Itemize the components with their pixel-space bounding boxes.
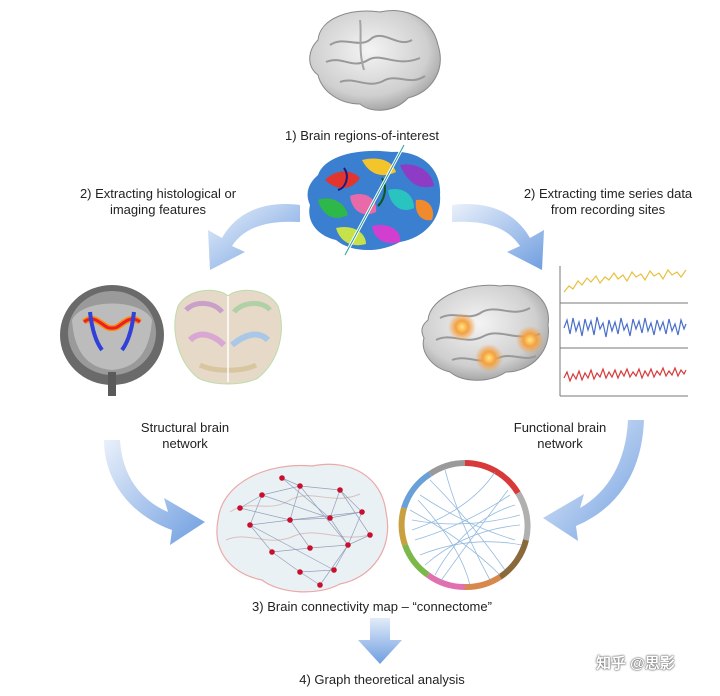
top-brain-image <box>309 10 441 111</box>
time-series-panel <box>559 266 688 397</box>
step-extract-right-label: 2) Extracting time series data from reco… <box>523 186 693 217</box>
functional-network-label: Functional brain network <box>513 420 607 451</box>
step-extract-left-label: 2) Extracting histological or imaging fe… <box>79 186 237 217</box>
arrow-structural-icon <box>104 440 205 545</box>
watermark: 知乎 @思影 <box>596 655 675 672</box>
functional-brain-image <box>421 284 549 381</box>
structural-network-label: Structural brain network <box>140 420 230 451</box>
structural-network-image <box>216 463 389 593</box>
time-series-yellow <box>563 268 687 293</box>
time-series-red <box>563 366 687 383</box>
histology-slice-image <box>174 289 282 385</box>
time-series-blue <box>563 316 687 338</box>
step-roi-label: 1) Brain regions-of-interest <box>285 128 439 143</box>
arrow-left-icon <box>208 204 300 270</box>
step-connectome-label: 3) Brain connectivity map – “connectome” <box>252 599 492 614</box>
network-nodes <box>237 475 373 588</box>
structural-mri-image <box>60 285 164 396</box>
arrow-functional-icon <box>543 420 644 541</box>
arrow-down-icon <box>358 618 402 664</box>
parcellated-brain-image <box>307 144 441 256</box>
arrow-right-icon <box>452 204 544 270</box>
connectogram-image <box>398 460 531 591</box>
step-graph-label: 4) Graph theoretical analysis <box>299 672 465 687</box>
